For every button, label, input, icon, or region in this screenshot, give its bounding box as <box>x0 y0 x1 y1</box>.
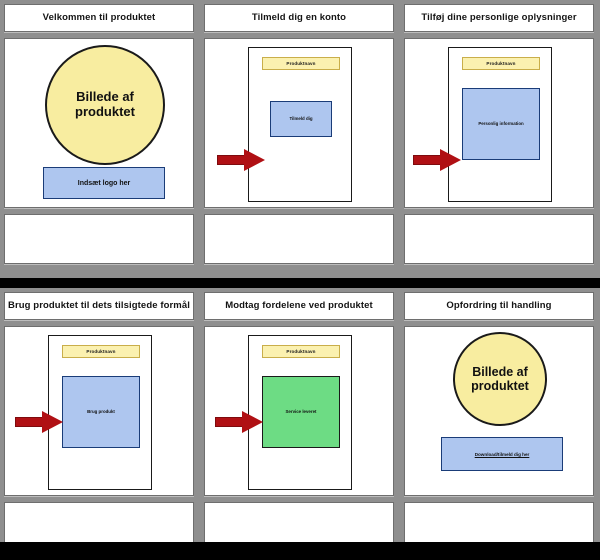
panel-3-title-cell: Tilføj dine personlige oplysninger <box>404 4 594 32</box>
panel-4-title: Brug produktet til dets tilsigtede formå… <box>8 300 190 312</box>
storyboard-row-1: Velkommen til produktet Billede af produ… <box>0 0 600 278</box>
panel-1-body: Billede af produktet Indsæt logo her <box>4 38 194 208</box>
panel-6-title: Opfordring til handling <box>446 300 552 312</box>
pointer-arrow-icon <box>413 149 461 171</box>
product-name-label: Produktnavn <box>262 345 340 358</box>
product-image-circle: Billede af produktet <box>45 45 165 165</box>
product-image-circle: Billede af produktet <box>453 332 547 426</box>
panel-3-body: Produktnavn Personlig information <box>404 38 594 208</box>
personal-info-label: Personlig information <box>478 121 524 127</box>
insert-logo-box[interactable]: Indsæt logo her <box>43 167 165 199</box>
product-name-label: Produktnavn <box>262 57 340 70</box>
product-image-circle-label: Billede af produktet <box>471 365 529 393</box>
panel-6-title-cell: Opfordring til handling <box>404 292 594 320</box>
pointer-arrow-icon <box>215 411 263 433</box>
arrow-head <box>242 411 263 433</box>
insert-logo-label: Indsæt logo her <box>77 179 131 187</box>
device-frame: Produktnavn Brug produkt <box>48 335 152 490</box>
panel-5-title-cell: Modtag fordelene ved produktet <box>204 292 394 320</box>
arrow-shaft <box>413 155 443 165</box>
panel-3[interactable]: Tilføj dine personlige oplysninger Produ… <box>404 4 594 264</box>
signup-content-box[interactable]: Tilmeld dig <box>270 101 332 137</box>
panel-4-title-cell: Brug produktet til dets tilsigtede formå… <box>4 292 194 320</box>
use-product-content-box[interactable]: Brug produkt <box>62 376 140 448</box>
signup-content-label: Tilmeld dig <box>289 116 313 122</box>
panel-6-body: Billede af produktet Download/tilmeld di… <box>404 326 594 496</box>
product-image-circle-label: Billede af produktet <box>75 89 135 119</box>
arrow-head <box>42 411 63 433</box>
panel-2-title: Tilmeld dig en konto <box>251 12 347 24</box>
bottom-separator <box>0 542 600 560</box>
product-name-label: Produktnavn <box>62 345 140 358</box>
panel-2-notes-cell[interactable] <box>204 214 394 264</box>
storyboard-row-2: Brug produktet til dets tilsigtede formå… <box>0 288 600 560</box>
panel-1[interactable]: Velkommen til produktet Billede af produ… <box>4 4 194 264</box>
arrow-shaft <box>217 155 247 165</box>
product-name-text: Produktnavn <box>486 61 516 66</box>
pointer-arrow-icon <box>15 411 63 433</box>
arrow-shaft <box>15 417 45 427</box>
product-name-text: Produktnavn <box>286 61 316 66</box>
panel-6[interactable]: Opfordring til handling Billede af produ… <box>404 292 594 552</box>
service-delivered-content-box[interactable]: Service leveret <box>262 376 340 448</box>
product-name-text: Produktnavn <box>286 349 316 354</box>
service-delivered-label: Service leveret <box>285 409 317 415</box>
panel-3-title: Tilføj dine personlige oplysninger <box>421 12 577 24</box>
panel-4-body: Produktnavn Brug produkt <box>4 326 194 496</box>
panel-4[interactable]: Brug produktet til dets tilsigtede formå… <box>4 292 194 552</box>
use-product-label: Brug produkt <box>87 409 115 415</box>
panel-2-title-cell: Tilmeld dig en konto <box>204 4 394 32</box>
arrow-head <box>244 149 265 171</box>
product-name-label: Produktnavn <box>462 57 540 70</box>
download-signup-label: Download/tilmeld dig her <box>474 451 530 457</box>
device-frame: Produktnavn Tilmeld dig <box>248 47 352 202</box>
panel-3-notes-cell[interactable] <box>404 214 594 264</box>
product-name-text: Produktnavn <box>86 349 116 354</box>
panel-1-title-cell: Velkommen til produktet <box>4 4 194 32</box>
download-signup-button[interactable]: Download/tilmeld dig her <box>441 437 563 471</box>
row-separator <box>0 278 600 288</box>
arrow-head <box>440 149 461 171</box>
personal-info-content-box[interactable]: Personlig information <box>462 88 540 160</box>
device-frame: Produktnavn Personlig information <box>448 47 552 202</box>
panel-2-body: Produktnavn Tilmeld dig <box>204 38 394 208</box>
pointer-arrow-icon <box>217 149 265 171</box>
panel-5[interactable]: Modtag fordelene ved produktet Produktna… <box>204 292 394 552</box>
panel-1-title: Velkommen til produktet <box>42 12 156 24</box>
panel-5-title: Modtag fordelene ved produktet <box>225 300 373 312</box>
panel-5-body: Produktnavn Service leveret <box>204 326 394 496</box>
device-frame: Produktnavn Service leveret <box>248 335 352 490</box>
panel-2[interactable]: Tilmeld dig en konto Produktnavn Tilmeld… <box>204 4 394 264</box>
arrow-shaft <box>215 417 245 427</box>
panel-1-notes-cell[interactable] <box>4 214 194 264</box>
